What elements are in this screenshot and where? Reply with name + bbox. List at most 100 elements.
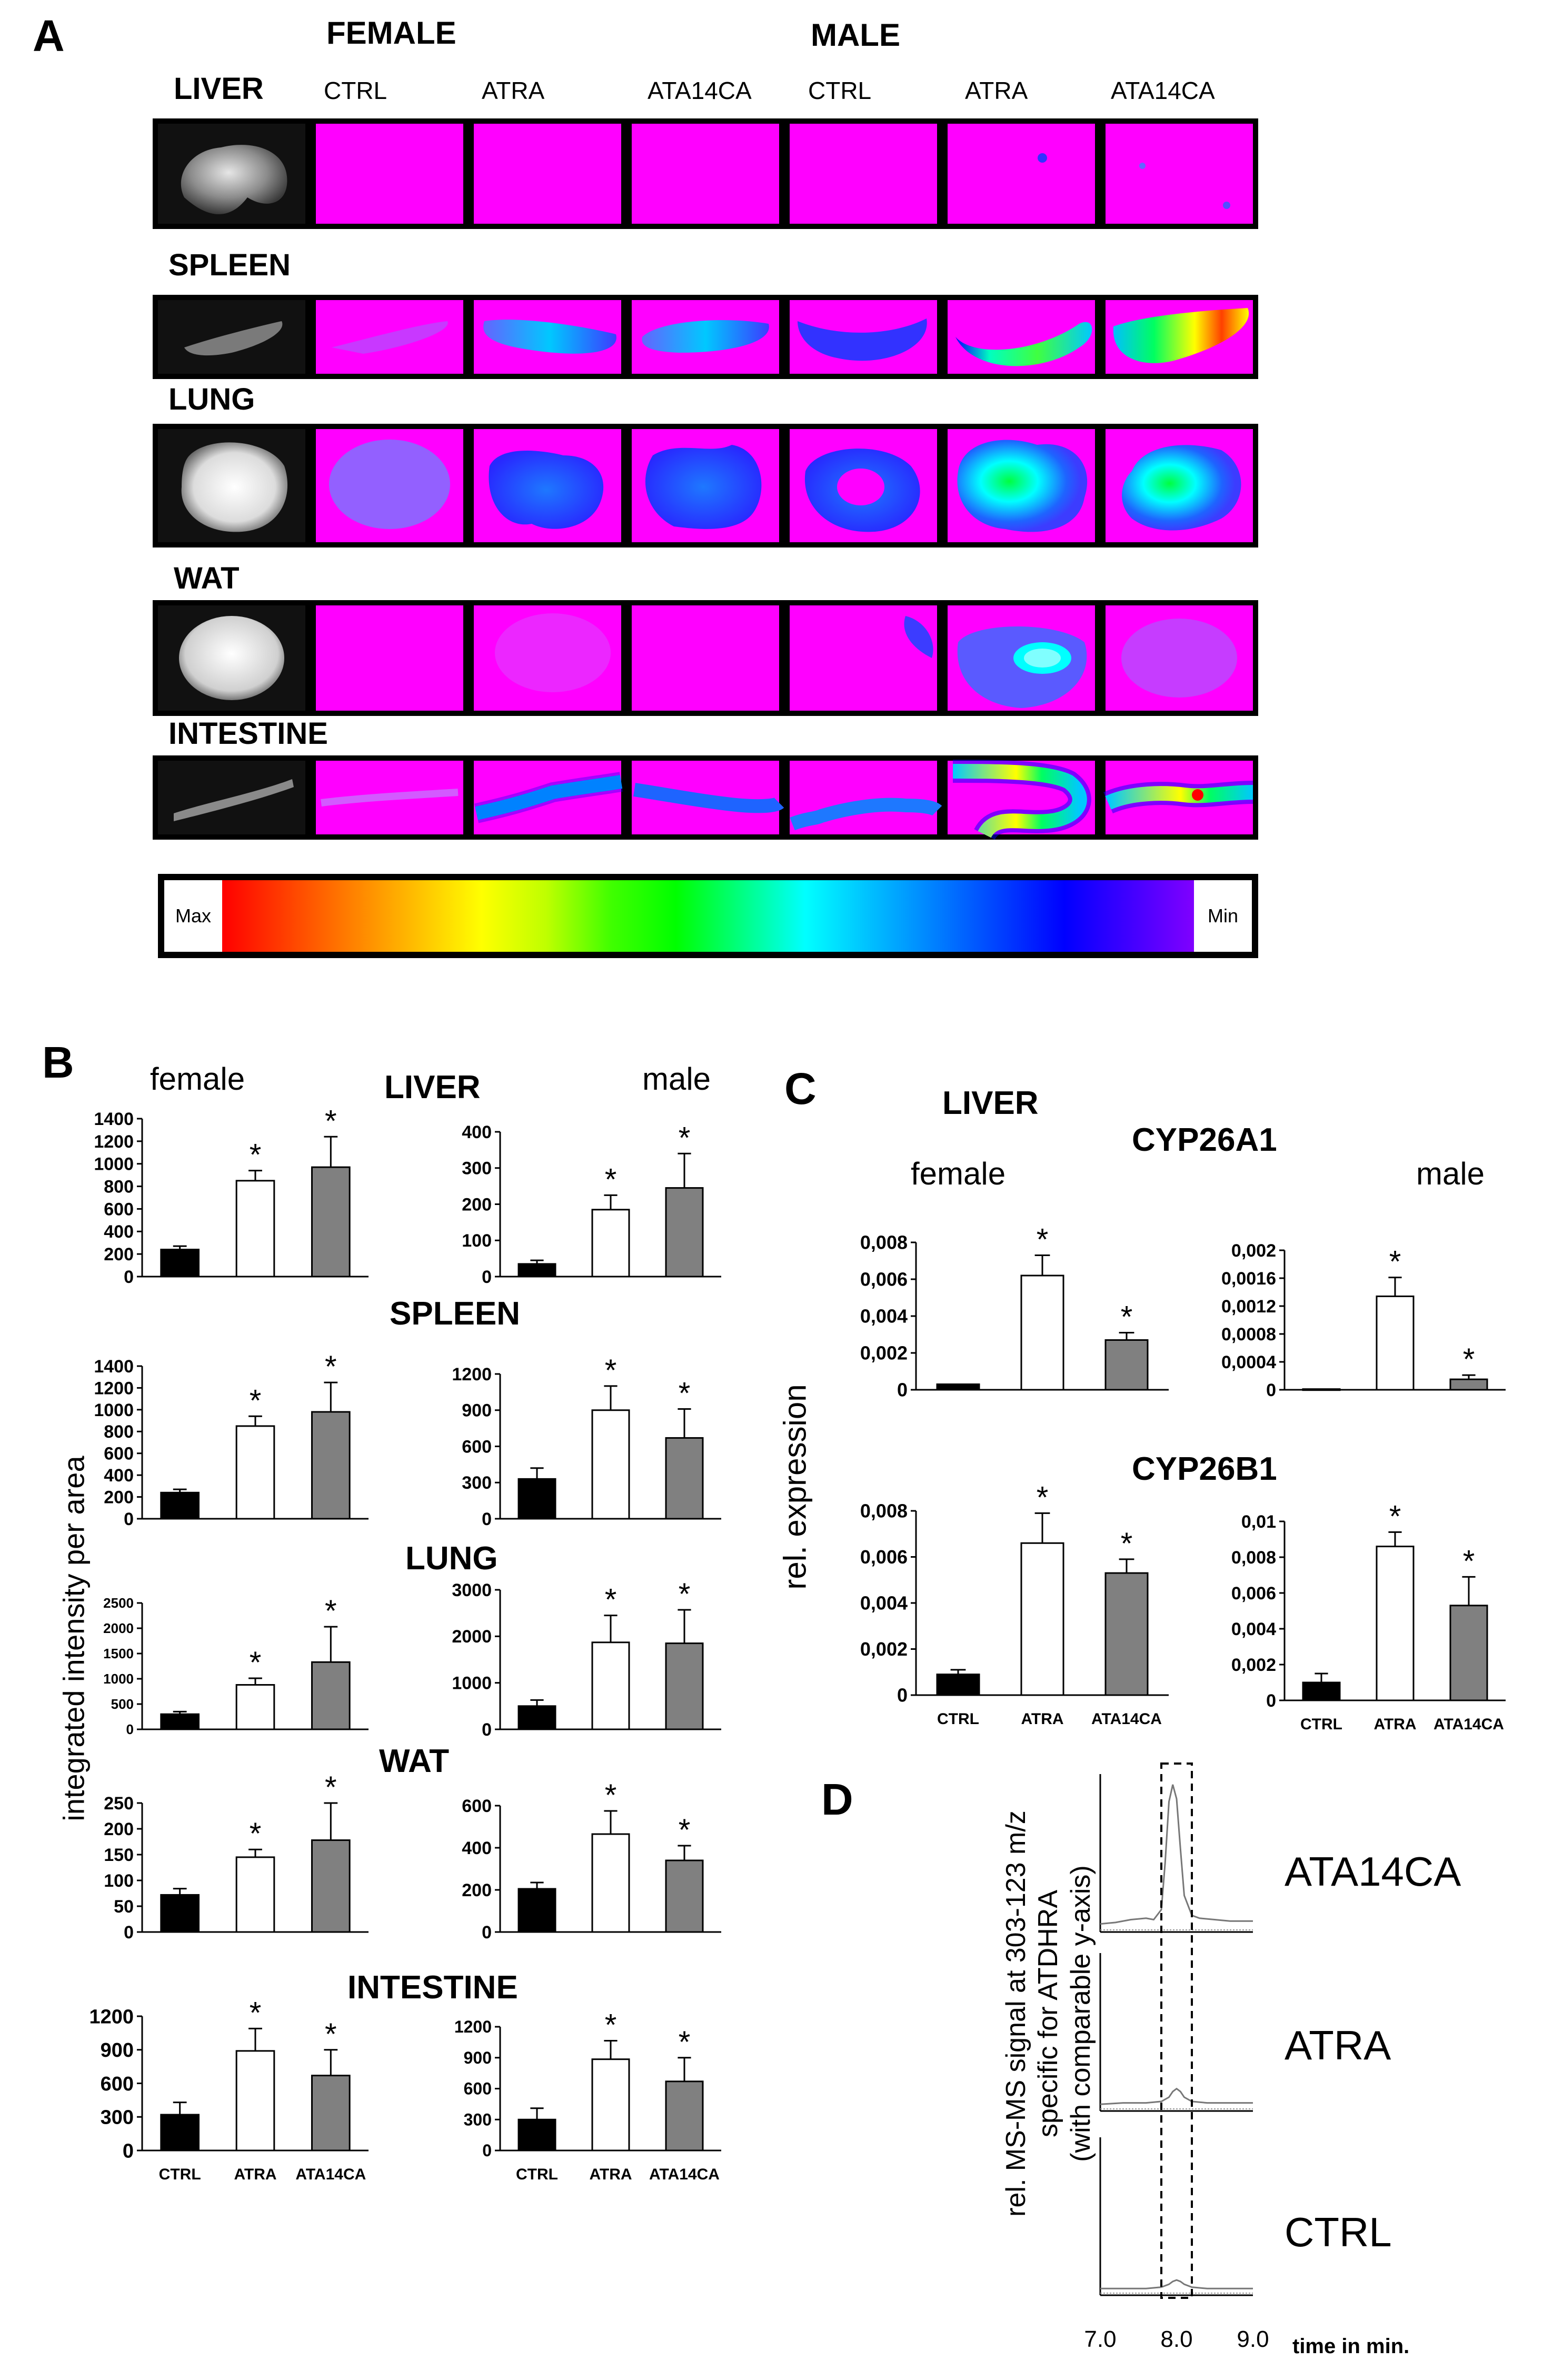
significance-star: * (250, 1996, 262, 2030)
y-tick-label: 0 (482, 1509, 492, 1529)
x-tick-label: ATRA (1021, 1710, 1063, 1728)
colorbar-max-label: Max (175, 905, 211, 927)
y-tick-label: 1200 (454, 2017, 492, 2036)
organ-label-liver: LIVER (174, 72, 264, 106)
column-label-male-ata14ca: ATA14CA (1111, 77, 1215, 104)
bar-atra (1376, 1546, 1415, 1701)
colorbar-min-label: Min (1207, 905, 1238, 927)
y-tick-label: 400 (462, 1122, 492, 1142)
significance-star: * (679, 1376, 691, 1410)
bioluminescence-image-grid (153, 118, 1258, 840)
column-label-male-ctrl: CTRL (808, 77, 872, 104)
significance-star: * (250, 1383, 262, 1418)
y-tick-label: 0,008 (860, 1232, 908, 1253)
significance-star: * (679, 1577, 691, 1611)
significance-star: * (605, 1778, 617, 1813)
y-tick-label: 0 (1266, 1691, 1276, 1711)
significance-star: * (1463, 1544, 1475, 1578)
y-tick-label: 0,0008 (1221, 1325, 1276, 1345)
trace-label-ata14ca: ATA14CA (1285, 1848, 1461, 1895)
organ-label-lung: LUNG (168, 382, 255, 416)
panel-d-letter: D (821, 1775, 853, 1824)
significance-star: * (325, 1594, 337, 1628)
bar-ctrl (517, 1478, 556, 1520)
panel-d-xlabel: time in min. (1292, 2335, 1410, 2358)
x-tick-label: ATRA (589, 2166, 632, 2183)
y-tick-label: 400 (462, 1838, 492, 1858)
significance-star: * (325, 2017, 337, 2052)
y-tick-label: 1400 (94, 1109, 134, 1129)
column-label-female-ata14ca: ATA14CA (648, 77, 752, 104)
y-tick-label: 0 (126, 1721, 134, 1737)
y-tick-label: 0 (482, 1267, 492, 1287)
panel-a-letter: A (33, 11, 65, 61)
x-tick-label: CTRL (159, 2166, 201, 2183)
y-tick-label: 900 (101, 2039, 134, 2062)
bar-ctrl (160, 1491, 200, 1520)
bar-ctrl (160, 2114, 200, 2152)
significance-star: * (605, 1353, 617, 1388)
y-tick-label: 2500 (103, 1595, 134, 1611)
bar-atra (591, 1209, 630, 1278)
y-tick-label: 900 (462, 1401, 492, 1421)
bar-ata14ca (1449, 1378, 1488, 1391)
row-spleen (153, 295, 1258, 379)
y-tick-label: 1200 (94, 1378, 134, 1398)
bar-ata14ca (665, 1642, 704, 1730)
y-tick-label: 600 (104, 1444, 134, 1464)
significance-star: * (250, 1646, 262, 1680)
y-tick-label: 800 (104, 1422, 134, 1442)
significance-star: * (679, 2025, 691, 2059)
y-tick-label: 600 (101, 2073, 134, 2095)
y-tick-label: 1000 (452, 1674, 492, 1694)
trace-line-ata14ca (1100, 1784, 1253, 1925)
bar-atra (591, 1833, 630, 1933)
y-tick-label: 0,002 (1231, 1241, 1276, 1261)
x-tick-label: ATA14CA (295, 2166, 366, 2183)
y-tick-label: 200 (462, 1194, 492, 1214)
y-tick-label: 1200 (452, 1365, 492, 1385)
y-tick-label: 200 (104, 1819, 134, 1839)
y-tick-label: 100 (462, 1231, 492, 1251)
y-tick-label: 200 (104, 1487, 134, 1507)
y-tick-label: 2000 (103, 1620, 134, 1636)
significance-star: * (325, 1770, 337, 1805)
x-tick-label: 7.0 (1084, 2326, 1116, 2352)
significance-star: * (605, 2008, 617, 2042)
panel-b-male-label: male (642, 1061, 711, 1097)
y-tick-label: 0 (124, 1267, 134, 1287)
y-tick-label: 50 (114, 1897, 134, 1917)
panel-b-title-intestine: INTESTINE (347, 1969, 518, 2006)
x-tick-label: 8.0 (1160, 2326, 1192, 2352)
y-tick-label: 1000 (94, 1154, 134, 1174)
bar-ctrl (517, 1705, 556, 1730)
significance-star: * (1389, 1245, 1401, 1279)
colorbar-gradient (222, 880, 1194, 952)
panel-b-title-lung: LUNG (405, 1540, 498, 1577)
significance-star: * (679, 1813, 691, 1847)
bar-ctrl (160, 1713, 200, 1730)
bar-atra (591, 2058, 630, 2152)
y-tick-label: 600 (464, 2079, 492, 2098)
y-tick-label: 2000 (452, 1627, 492, 1647)
column-label-female-ctrl: CTRL (324, 77, 387, 104)
trace-label-atra: ATRA (1285, 2022, 1391, 2068)
bar-ata14ca (1104, 1572, 1149, 1696)
panel-c-title-cyp26a1: CYP26A1 (1132, 1122, 1277, 1158)
y-tick-label: 1000 (103, 1671, 134, 1687)
y-tick-label: 600 (462, 1437, 492, 1457)
panel-c-title-cyp26b1: CYP26B1 (1132, 1451, 1277, 1487)
y-tick-label: 0,006 (860, 1546, 908, 1568)
y-tick-label: 400 (104, 1222, 134, 1242)
bar-ata14ca (311, 1839, 351, 1933)
bar-ctrl (517, 2118, 556, 2152)
